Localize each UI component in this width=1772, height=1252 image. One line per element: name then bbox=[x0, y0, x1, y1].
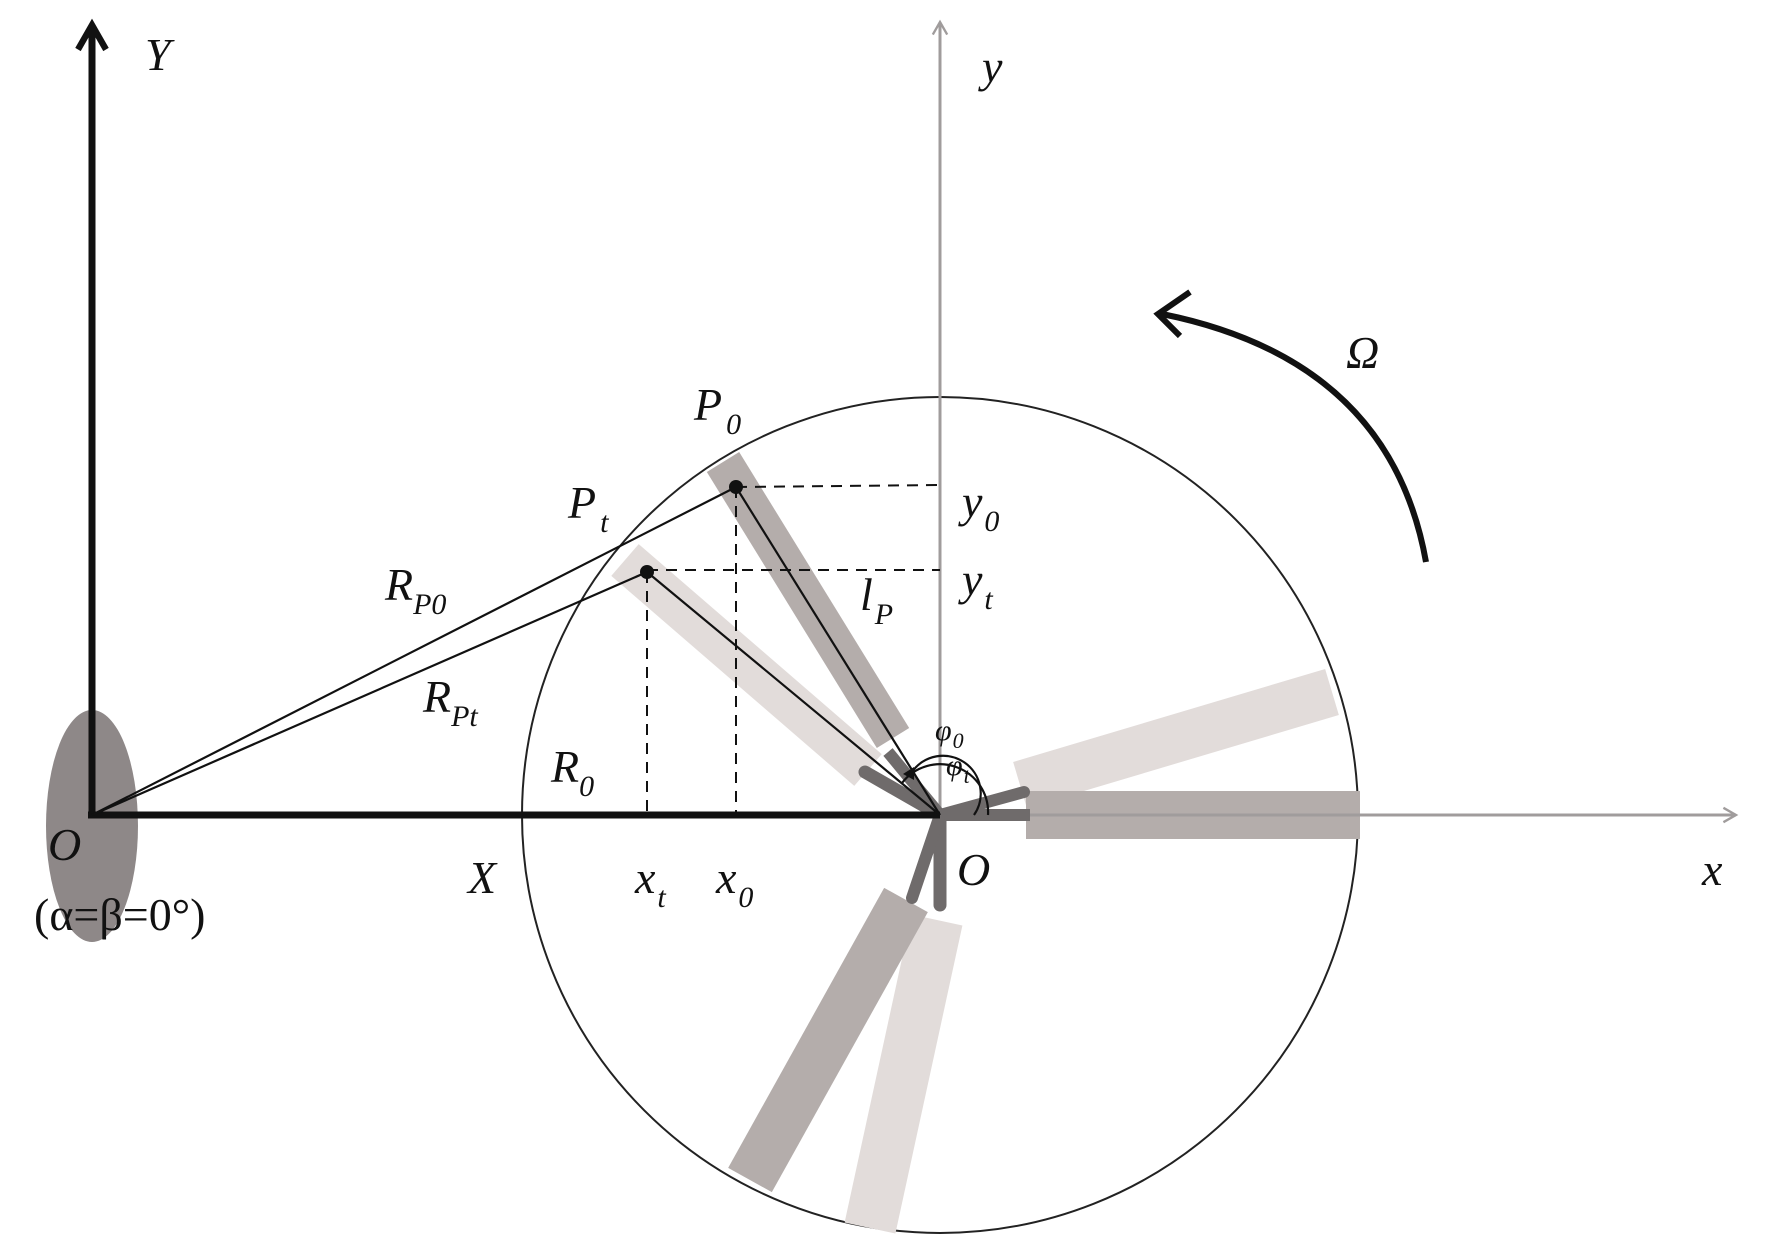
angle-arc-phi0 bbox=[911, 754, 982, 816]
local-y-label: y bbox=[978, 41, 1003, 92]
lp-label: lP bbox=[860, 569, 893, 631]
rpt-label: RPt bbox=[422, 671, 478, 733]
yt-label: yt bbox=[958, 554, 993, 616]
rp0-label: RP0 bbox=[384, 559, 446, 621]
rotation-arrowhead bbox=[1153, 289, 1192, 339]
lever-line-lp0 bbox=[735, 486, 941, 816]
projection-dashes bbox=[646, 484, 941, 815]
hub-stub-down-left bbox=[906, 809, 946, 904]
x0-label: x0 bbox=[715, 852, 753, 914]
blade-light-lower bbox=[844, 914, 963, 1234]
radius-line-rpt bbox=[91, 570, 648, 817]
blade-light-upper-right bbox=[1013, 669, 1339, 808]
phit-label: φt bbox=[946, 749, 971, 788]
point-pt bbox=[640, 565, 654, 579]
omega-label: Ω bbox=[1346, 327, 1379, 378]
dash-p0-horizontal bbox=[735, 484, 941, 488]
world-origin-ellipse bbox=[46, 710, 138, 942]
point-p0 bbox=[729, 480, 743, 494]
hub-stub-up bbox=[883, 748, 945, 819]
world-y-label: Y bbox=[145, 29, 175, 80]
r0-label: R0 bbox=[550, 741, 594, 803]
rotation-arc bbox=[1161, 311, 1429, 563]
angle-arrowhead bbox=[903, 767, 914, 780]
xt-label: xt bbox=[634, 852, 666, 914]
phi0-label: φ0 bbox=[935, 714, 964, 753]
world-origin-note: (α=β=0°) bbox=[34, 889, 205, 940]
radius-line-rp0 bbox=[91, 486, 737, 816]
angle-arc-phit bbox=[901, 763, 990, 816]
world-origin-label: O bbox=[48, 819, 81, 870]
local-x-label: x bbox=[1701, 844, 1723, 895]
blade-dark-lower bbox=[728, 887, 928, 1193]
blade-light-pt bbox=[611, 544, 882, 786]
local-origin-label: O bbox=[957, 844, 990, 895]
lever-line-lpt bbox=[646, 571, 941, 816]
world-x-label: X bbox=[466, 852, 498, 903]
y0-label: y0 bbox=[958, 476, 999, 538]
